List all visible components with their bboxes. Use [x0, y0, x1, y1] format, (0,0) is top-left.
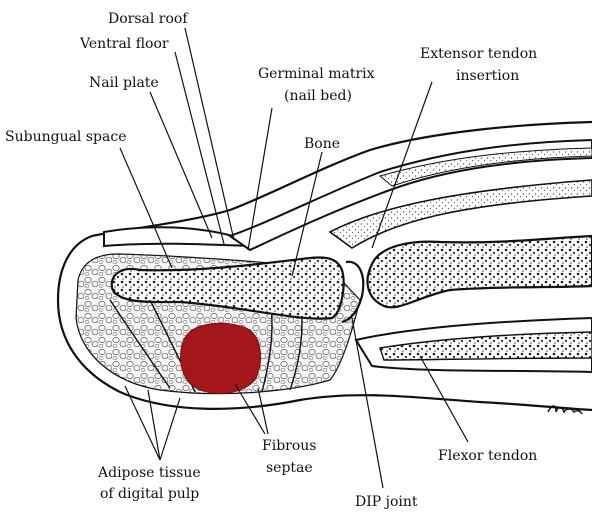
pulp-hematoma	[181, 323, 261, 393]
label-flexor-tendon: Flexor tendon	[438, 448, 537, 464]
label-dip-joint: DIP joint	[355, 494, 418, 510]
label-adipose-2: of digital pulp	[100, 486, 199, 502]
label-germinal-matrix-1: Germinal matrix	[258, 66, 375, 82]
label-adipose-1: Adipose tissue	[97, 465, 201, 481]
label-germinal-matrix-2: (nail bed)	[284, 88, 352, 104]
label-fibrous-2: septae	[266, 460, 313, 476]
label-extensor-1: Extensor tendon	[420, 46, 537, 62]
label-extensor-2: insertion	[456, 68, 519, 84]
leader-ventral-floor	[175, 52, 224, 244]
label-dorsal-roof: Dorsal roof	[108, 11, 189, 27]
label-nail-plate: Nail plate	[89, 75, 159, 91]
leader-fibrous-2	[258, 388, 268, 434]
finger-drawing	[58, 122, 592, 414]
middle-phalanx	[368, 236, 592, 307]
label-fibrous-1: Fibrous	[262, 438, 316, 454]
label-bone: Bone	[304, 136, 340, 152]
leader-adipose-1	[125, 386, 160, 460]
leader-adipose-2	[160, 398, 180, 460]
leader-adipose-3	[148, 390, 160, 460]
leader-dorsal-roof	[185, 28, 234, 240]
leader-nail-plate	[150, 92, 212, 238]
label-subungual-space: Subungual space	[5, 129, 126, 145]
nail-plate	[104, 227, 250, 246]
leader-subungual	[120, 148, 172, 268]
label-ventral-floor: Ventral floor	[79, 36, 169, 52]
